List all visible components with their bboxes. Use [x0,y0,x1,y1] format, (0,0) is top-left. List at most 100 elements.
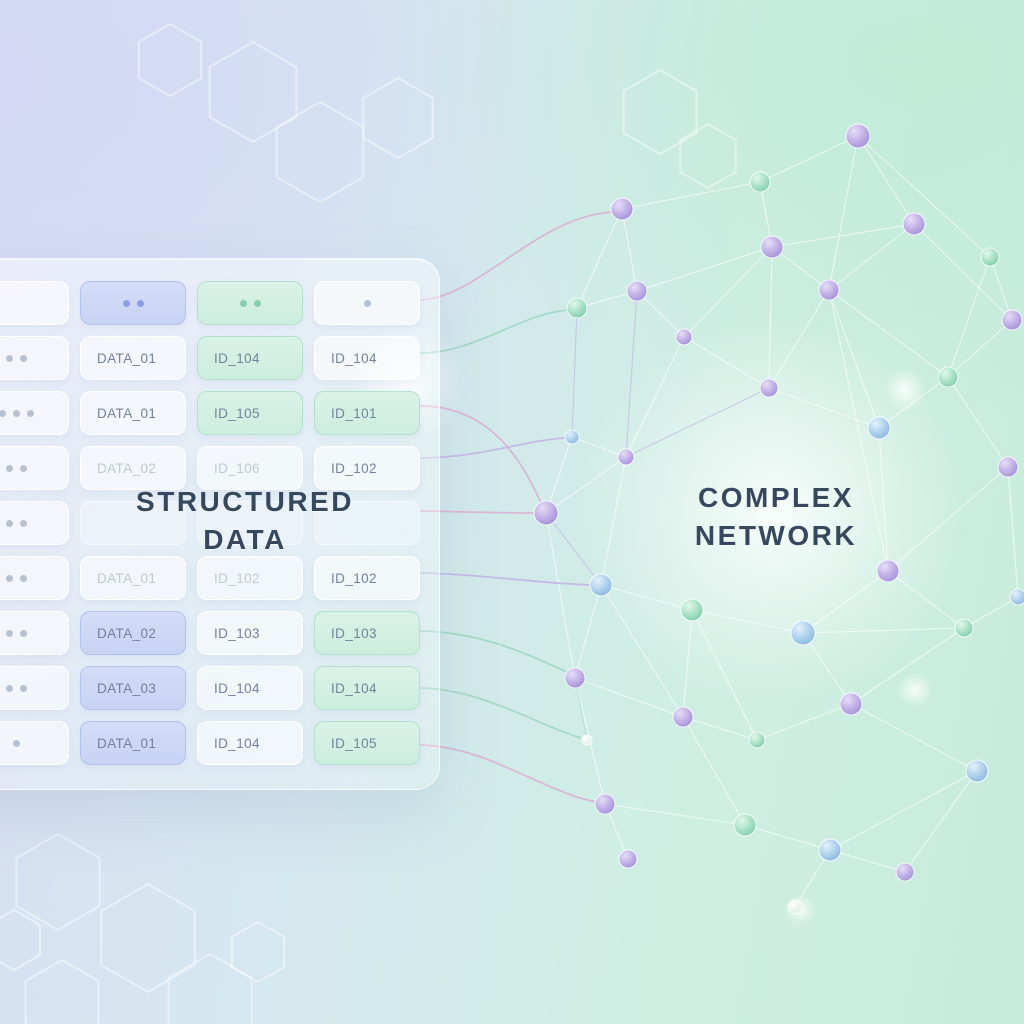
connector-line [419,309,571,354]
network-edge [621,181,761,210]
hexagon-icon [231,920,285,984]
dot-icon [239,299,247,307]
network-node [626,280,648,302]
table-cell: DATA_02 [80,611,186,655]
network-node [1009,588,1024,606]
network-edge [947,256,991,378]
network-edge [887,466,1009,572]
network-edge [802,627,965,634]
cell-label: ID_104 [214,680,260,696]
hexagon-icon [167,952,253,1024]
table-cell: ID_101 [314,391,420,435]
network-node [564,667,586,689]
right-title-line1: COMPLEX [698,482,854,513]
table-cell: ID_104 [314,336,420,380]
network-node [675,328,693,346]
table-cell: DATA_01 [80,721,186,765]
cell-dots [5,629,27,637]
network-edge [850,703,978,772]
cell-label: ID_104 [214,350,260,366]
dot-icon [5,354,13,362]
network-edge [768,246,773,389]
network-node [902,212,926,236]
network-node [790,620,816,646]
dot-icon [5,519,13,527]
cell-label: ID_106 [214,460,260,476]
table-cell [197,501,303,545]
dot-icon [0,409,6,417]
table-cell [0,446,69,490]
cell-label: ID_105 [331,735,377,751]
dot-icon [122,299,130,307]
hexagon-icon [137,22,203,98]
dot-icon [26,409,34,417]
network-edge [574,677,684,718]
network-edge [887,570,965,629]
cell-label: ID_102 [214,570,260,586]
connector-line [419,630,570,674]
table-cell: DATA_01 [80,556,186,600]
network-edge [576,208,623,309]
network-edge [828,289,880,429]
network-edge [574,677,588,741]
hexagon-icon [622,68,698,156]
cell-label: ID_101 [331,405,377,421]
table-cell: ID_104 [314,666,420,710]
dot-icon [12,409,20,417]
glow-spot [580,317,970,707]
connector-line [419,437,567,459]
network-node [748,731,766,749]
cell-label: ID_103 [331,625,377,641]
network-edge [771,223,915,248]
network-edge [913,223,1013,321]
network-edge [600,584,684,718]
network-edge [878,427,889,572]
network-node [876,559,900,583]
network-edge [828,289,889,572]
network-edge [682,716,746,826]
network-edge [829,770,978,851]
network-edge [571,307,578,438]
table-cell: ID_104 [197,721,303,765]
network-edge [850,627,965,705]
table-cell: ID_103 [197,611,303,655]
network-edges [545,135,1019,908]
network-edge [759,135,859,183]
table-cell [314,281,420,325]
network-node [617,448,635,466]
network-edge [691,609,758,741]
network-node [867,416,891,440]
network-node [672,706,694,728]
cell-label: ID_102 [331,570,377,586]
cell-label: DATA_01 [97,570,157,586]
dot-icon [136,299,144,307]
cell-dots [12,739,20,747]
connector-line [419,744,599,803]
dot-icon [5,574,13,582]
hexagon-icon [100,882,196,994]
network-node [954,618,974,638]
network-node [759,378,779,398]
network-edge [802,632,852,705]
network-node [533,500,559,526]
network-edge [828,223,915,291]
table-cell: DATA_03 [80,666,186,710]
table-cell: ID_105 [314,721,420,765]
network-edge [963,596,1019,629]
network-edge [571,436,627,458]
hexagon-icon [679,122,737,190]
network-node [581,734,593,746]
cell-dots [239,299,261,307]
network-edge [857,135,991,258]
table-cell: ID_102 [314,446,420,490]
cell-label: ID_105 [214,405,260,421]
dot-icon [5,629,13,637]
cell-label: DATA_02 [97,460,157,476]
network-edge [989,256,1013,321]
cell-label: ID_102 [331,460,377,476]
